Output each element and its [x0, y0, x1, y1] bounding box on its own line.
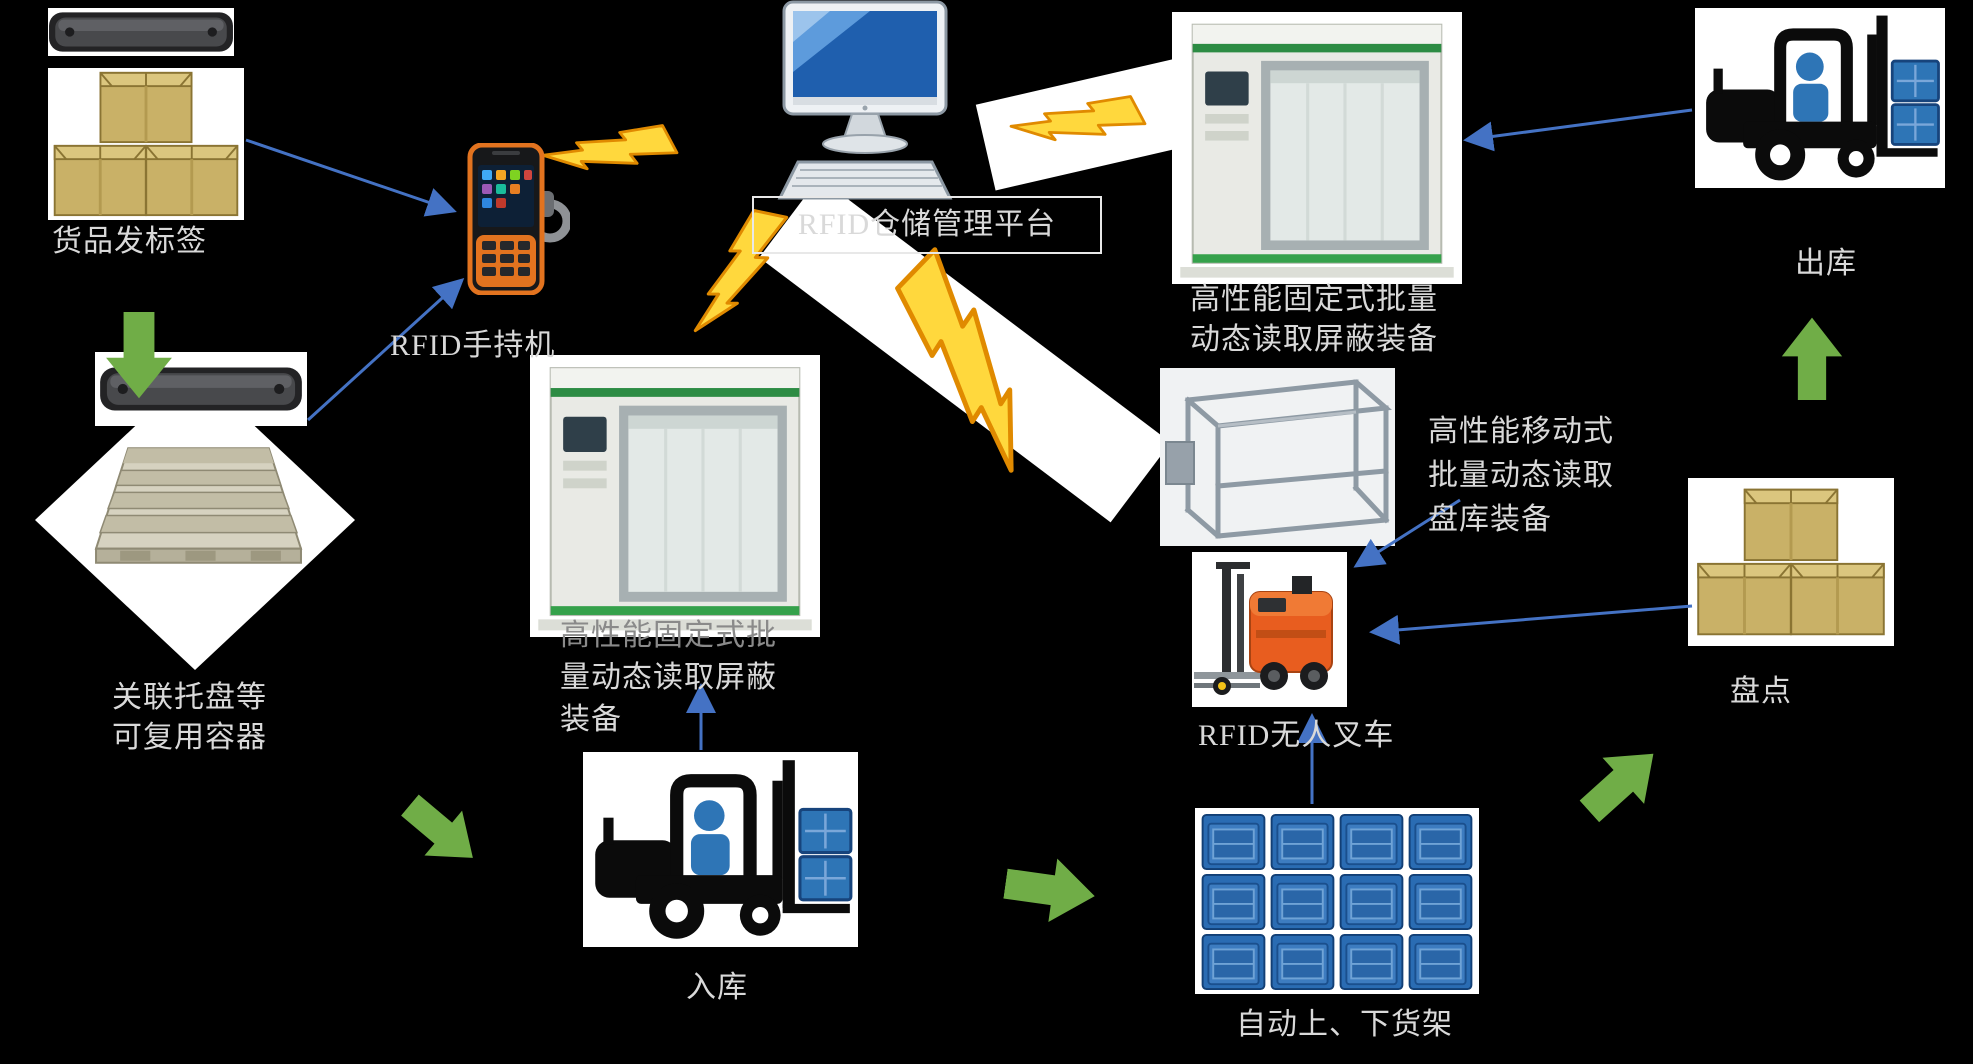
fixed-reader-center-label-line2: 量动态读取屏蔽: [560, 661, 777, 694]
flow-arrow-to-stocktake: [1567, 727, 1678, 836]
stocktake-label: 盘点: [1730, 675, 1792, 708]
agv-label: RFID无人叉车: [1198, 719, 1395, 752]
fixed-reader-right-label-line2: 动态读取屏蔽装备: [1190, 323, 1438, 356]
fixed-reader-right-label-line1: 高性能固定式批量: [1190, 283, 1438, 316]
goods-boxes-card: [48, 68, 244, 220]
auto-shelving-label: 自动上、下货架: [1236, 1008, 1453, 1041]
pallet-icon: [90, 430, 306, 586]
goods-tag-label: 货品发标签: [52, 225, 207, 258]
shelving-card: [1195, 808, 1479, 994]
forklift-icon: [583, 752, 858, 947]
carton-boxes-icon: [50, 70, 242, 218]
stocktake-boxes-card: [1688, 478, 1894, 646]
fixed-reader-center-label-line1: 高性能固定式批: [560, 619, 777, 652]
reader-gate-icon: [1172, 12, 1462, 284]
inbound-label: 入库: [686, 971, 748, 1004]
agv-forklift-icon: [1192, 552, 1347, 707]
carton-boxes-icon: [1696, 486, 1886, 638]
reusable-container-label-line2: 可复用容器: [112, 721, 267, 754]
flow-arrow-to-outbound: [1779, 316, 1845, 400]
gantry-frame-icon: [1160, 368, 1395, 546]
platform-label: RFID仓储管理平台: [797, 208, 1057, 241]
handheld-label: RFID手持机: [390, 329, 556, 362]
flow-arrow-down-left: [103, 312, 175, 400]
handheld-reader-icon: [462, 143, 570, 295]
rfid-tag-icon: [48, 8, 234, 56]
lightning-bolt-icon: [823, 212, 1124, 508]
fixed-reader-center-label-line3: 装备: [560, 703, 622, 736]
flow-arrow-to-inbound: [389, 780, 494, 883]
mobile-reader-label-line1: 高性能移动式: [1428, 415, 1614, 448]
reader-gate-icon: [530, 355, 820, 637]
mobile-reader-label-line2: 批量动态读取: [1428, 459, 1614, 492]
shelf-bins-icon: [1201, 814, 1473, 990]
outbound-label: 出库: [1795, 247, 1857, 280]
mobile-reader-label-line3: 盘库装备: [1428, 503, 1552, 536]
platform-label-box: RFID仓储管理平台: [752, 196, 1102, 254]
desktop-computer-icon: [770, 0, 960, 205]
forklift-icon: [1695, 8, 1945, 188]
reusable-container-label-line1: 关联托盘等: [112, 681, 267, 714]
flow-arrow-to-shelving: [1001, 849, 1102, 931]
rfid-tag-card: [48, 8, 234, 56]
